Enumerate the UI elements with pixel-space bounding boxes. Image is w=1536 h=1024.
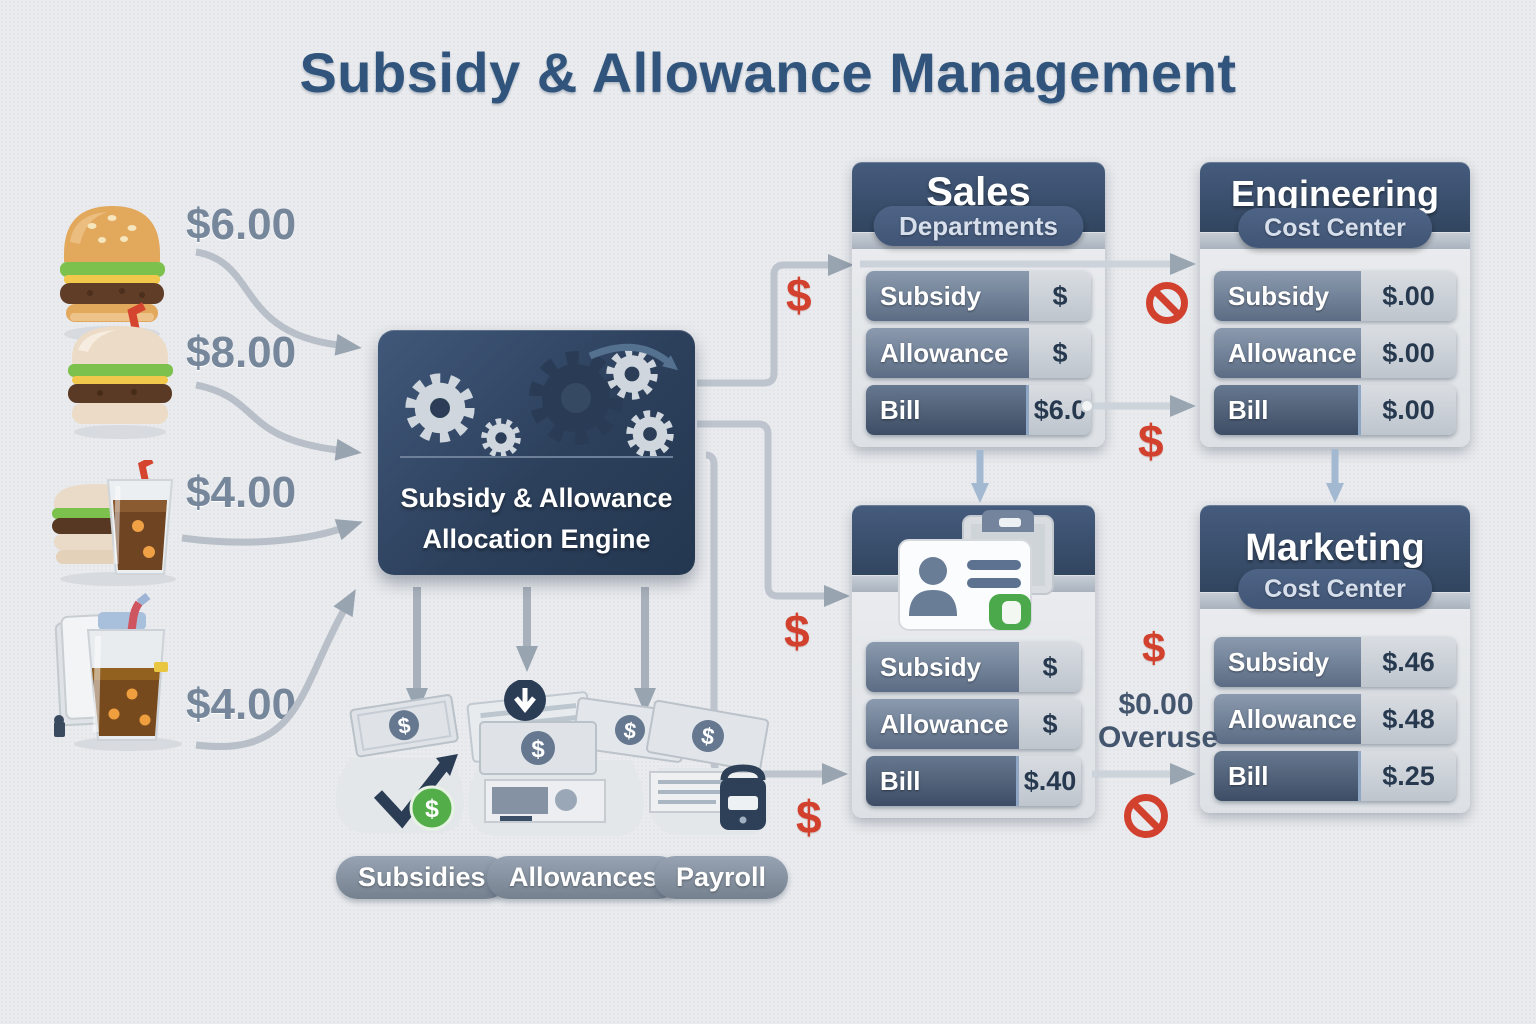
sales-allowance-row: Allowance $ <box>866 328 1091 378</box>
cost-flow-dollar-5: $ <box>1142 624 1166 671</box>
engine-label-line1: Subsidy & Allowance <box>400 483 673 513</box>
row-value: $.46 <box>1361 637 1456 687</box>
employee-subsidy-row: Subsidy $ <box>866 642 1081 692</box>
marketing-card-header: Marketing Cost Center <box>1200 505 1470 609</box>
svg-text:$: $ <box>699 722 716 750</box>
svg-text:$: $ <box>425 795 439 823</box>
row-label: Subsidy <box>866 642 1019 692</box>
row-label: Bill <box>866 385 1029 435</box>
allocation-engine-box: Subsidy & Allowance Allocation Engine <box>378 330 695 575</box>
price-label: $4.00 <box>186 468 297 517</box>
burger-and-drink-combo-icon <box>52 460 176 586</box>
svg-text:$: $ <box>396 712 412 739</box>
svg-text:$: $ <box>531 736 545 763</box>
burger-with-straw-icon <box>68 302 173 439</box>
row-value: $.40 <box>1019 756 1081 806</box>
engineering-card-subtitle: Cost Center <box>1238 208 1432 248</box>
sales-bill-row: Bill $6.0 <box>866 385 1091 435</box>
row-label: Subsidy <box>1214 637 1361 687</box>
price-label: $8.00 <box>186 328 297 377</box>
row-label: Subsidy <box>866 271 1029 321</box>
overuse-annotation: $0.00 Overuse <box>1098 688 1219 754</box>
employee-allowance-row: Allowance $ <box>866 699 1081 749</box>
payroll-pile-icon: $ <box>646 699 770 835</box>
sales-department-card: Sales Departments Subsidy $ Allowance $ … <box>852 162 1105 447</box>
engineering-cost-center-card: Engineering Cost Center Subsidy $.00 All… <box>1200 162 1470 447</box>
subsidies-pill: Subsidies <box>336 856 508 899</box>
row-value: $.00 <box>1361 328 1456 378</box>
cost-flow-dollar-1: $ <box>786 269 812 321</box>
marketing-cost-center-card: Marketing Cost Center Subsidy $.46 Allow… <box>1200 505 1470 813</box>
engine-label-line2: Allocation Engine <box>422 524 651 554</box>
sales-card-header: Sales Departments <box>852 162 1105 246</box>
sales-card-body: Subsidy $ Allowance $ Bill $6.0 <box>852 249 1105 447</box>
marketing-card-subtitle: Cost Center <box>1238 569 1432 609</box>
marketing-card-title: Marketing <box>1245 527 1425 569</box>
sales-card-subtitle: Departments <box>873 206 1084 246</box>
svg-text:$: $ <box>622 717 638 743</box>
cost-flow-dollar-4: $ <box>1138 415 1164 467</box>
row-label: Allowance <box>866 328 1029 378</box>
row-value: $6.0 <box>1029 385 1091 435</box>
food-to-engine-arrows <box>181 248 363 750</box>
row-value: $.25 <box>1361 751 1456 801</box>
engineering-allowance-row: Allowance $.00 <box>1214 328 1456 378</box>
overuse-amount: $0.00 <box>1118 688 1194 721</box>
marketing-subsidy-row: Subsidy $.46 <box>1214 637 1456 687</box>
row-label: Subsidy <box>1214 271 1361 321</box>
row-value: $.00 <box>1361 385 1456 435</box>
row-value: $ <box>1029 271 1091 321</box>
iced-drink-with-card-icon <box>54 592 182 751</box>
row-value: $.48 <box>1361 694 1456 744</box>
row-value: $ <box>1019 642 1081 692</box>
engineering-bill-row: Bill $.00 <box>1214 385 1456 435</box>
marketing-allowance-row: Allowance $.48 <box>1214 694 1456 744</box>
allowances-pill: Allowances <box>487 856 680 899</box>
sales-subsidy-row: Subsidy $ <box>866 271 1091 321</box>
payroll-pill: Payroll <box>654 856 789 899</box>
engine-divider <box>400 456 673 458</box>
price-label: $6.00 <box>186 200 297 249</box>
row-label: Allowance <box>1214 328 1361 378</box>
engineering-subsidy-row: Subsidy $.00 <box>1214 271 1456 321</box>
overuse-label: Overuse <box>1098 721 1219 754</box>
gears-icon <box>378 343 679 466</box>
price-label: $4.00 <box>186 680 297 729</box>
row-value: $.00 <box>1361 271 1456 321</box>
row-label: Allowance <box>866 699 1019 749</box>
subsidies-pile-icon: $ $ <box>335 694 464 833</box>
cost-flow-dollar-3: $ <box>796 791 822 843</box>
engine-output-arrows <box>406 587 656 714</box>
marketing-card-body: Subsidy $.46 Allowance $.48 Bill $.25 <box>1200 609 1470 813</box>
page-title: Subsidy & Allowance Management <box>299 41 1237 104</box>
gear-dark <box>529 351 623 445</box>
row-value: $ <box>1019 699 1081 749</box>
id-badge-icon <box>898 510 1054 631</box>
employee-bill-row: Bill $.40 <box>866 756 1081 806</box>
row-label: Bill <box>1214 751 1361 801</box>
row-label: Allowance <box>1214 694 1361 744</box>
cost-flow-dollar-2: $ <box>784 605 810 657</box>
row-label: Bill <box>866 756 1019 806</box>
row-value: $ <box>1029 328 1091 378</box>
engineering-card-title: Engineering <box>1230 173 1440 214</box>
marketing-bill-row: Bill $.25 <box>1214 751 1456 801</box>
money-piles-illustration: $ $ $ $ <box>335 680 770 836</box>
engineering-card-body: Subsidy $.00 Allowance $.00 Bill $.00 <box>1200 249 1470 447</box>
engineering-card-header: Engineering Cost Center <box>1200 162 1470 248</box>
engine-label: Subsidy & Allowance Allocation Engine <box>378 478 695 560</box>
row-label: Bill <box>1214 385 1361 435</box>
